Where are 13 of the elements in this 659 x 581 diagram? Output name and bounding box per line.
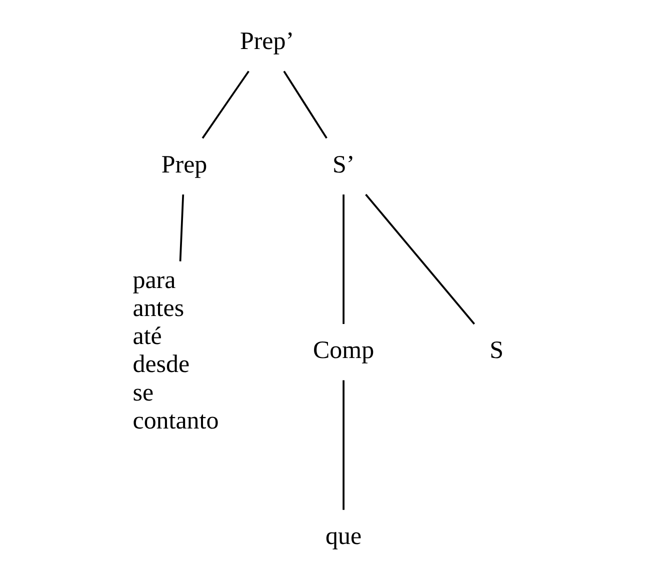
node-text: Prep [161,151,208,178]
node-text: Comp [313,337,374,364]
node-text: S’ [332,151,355,178]
node-text: S [490,337,504,364]
node-text: que [326,522,362,550]
connector [342,380,344,510]
connector [283,70,328,139]
connector [179,194,184,262]
node-text: para antes até desde se contanto [132,266,219,434]
connector [202,70,250,139]
connector [365,194,476,325]
node-text: Prep’ [240,28,294,55]
connector [342,194,344,324]
